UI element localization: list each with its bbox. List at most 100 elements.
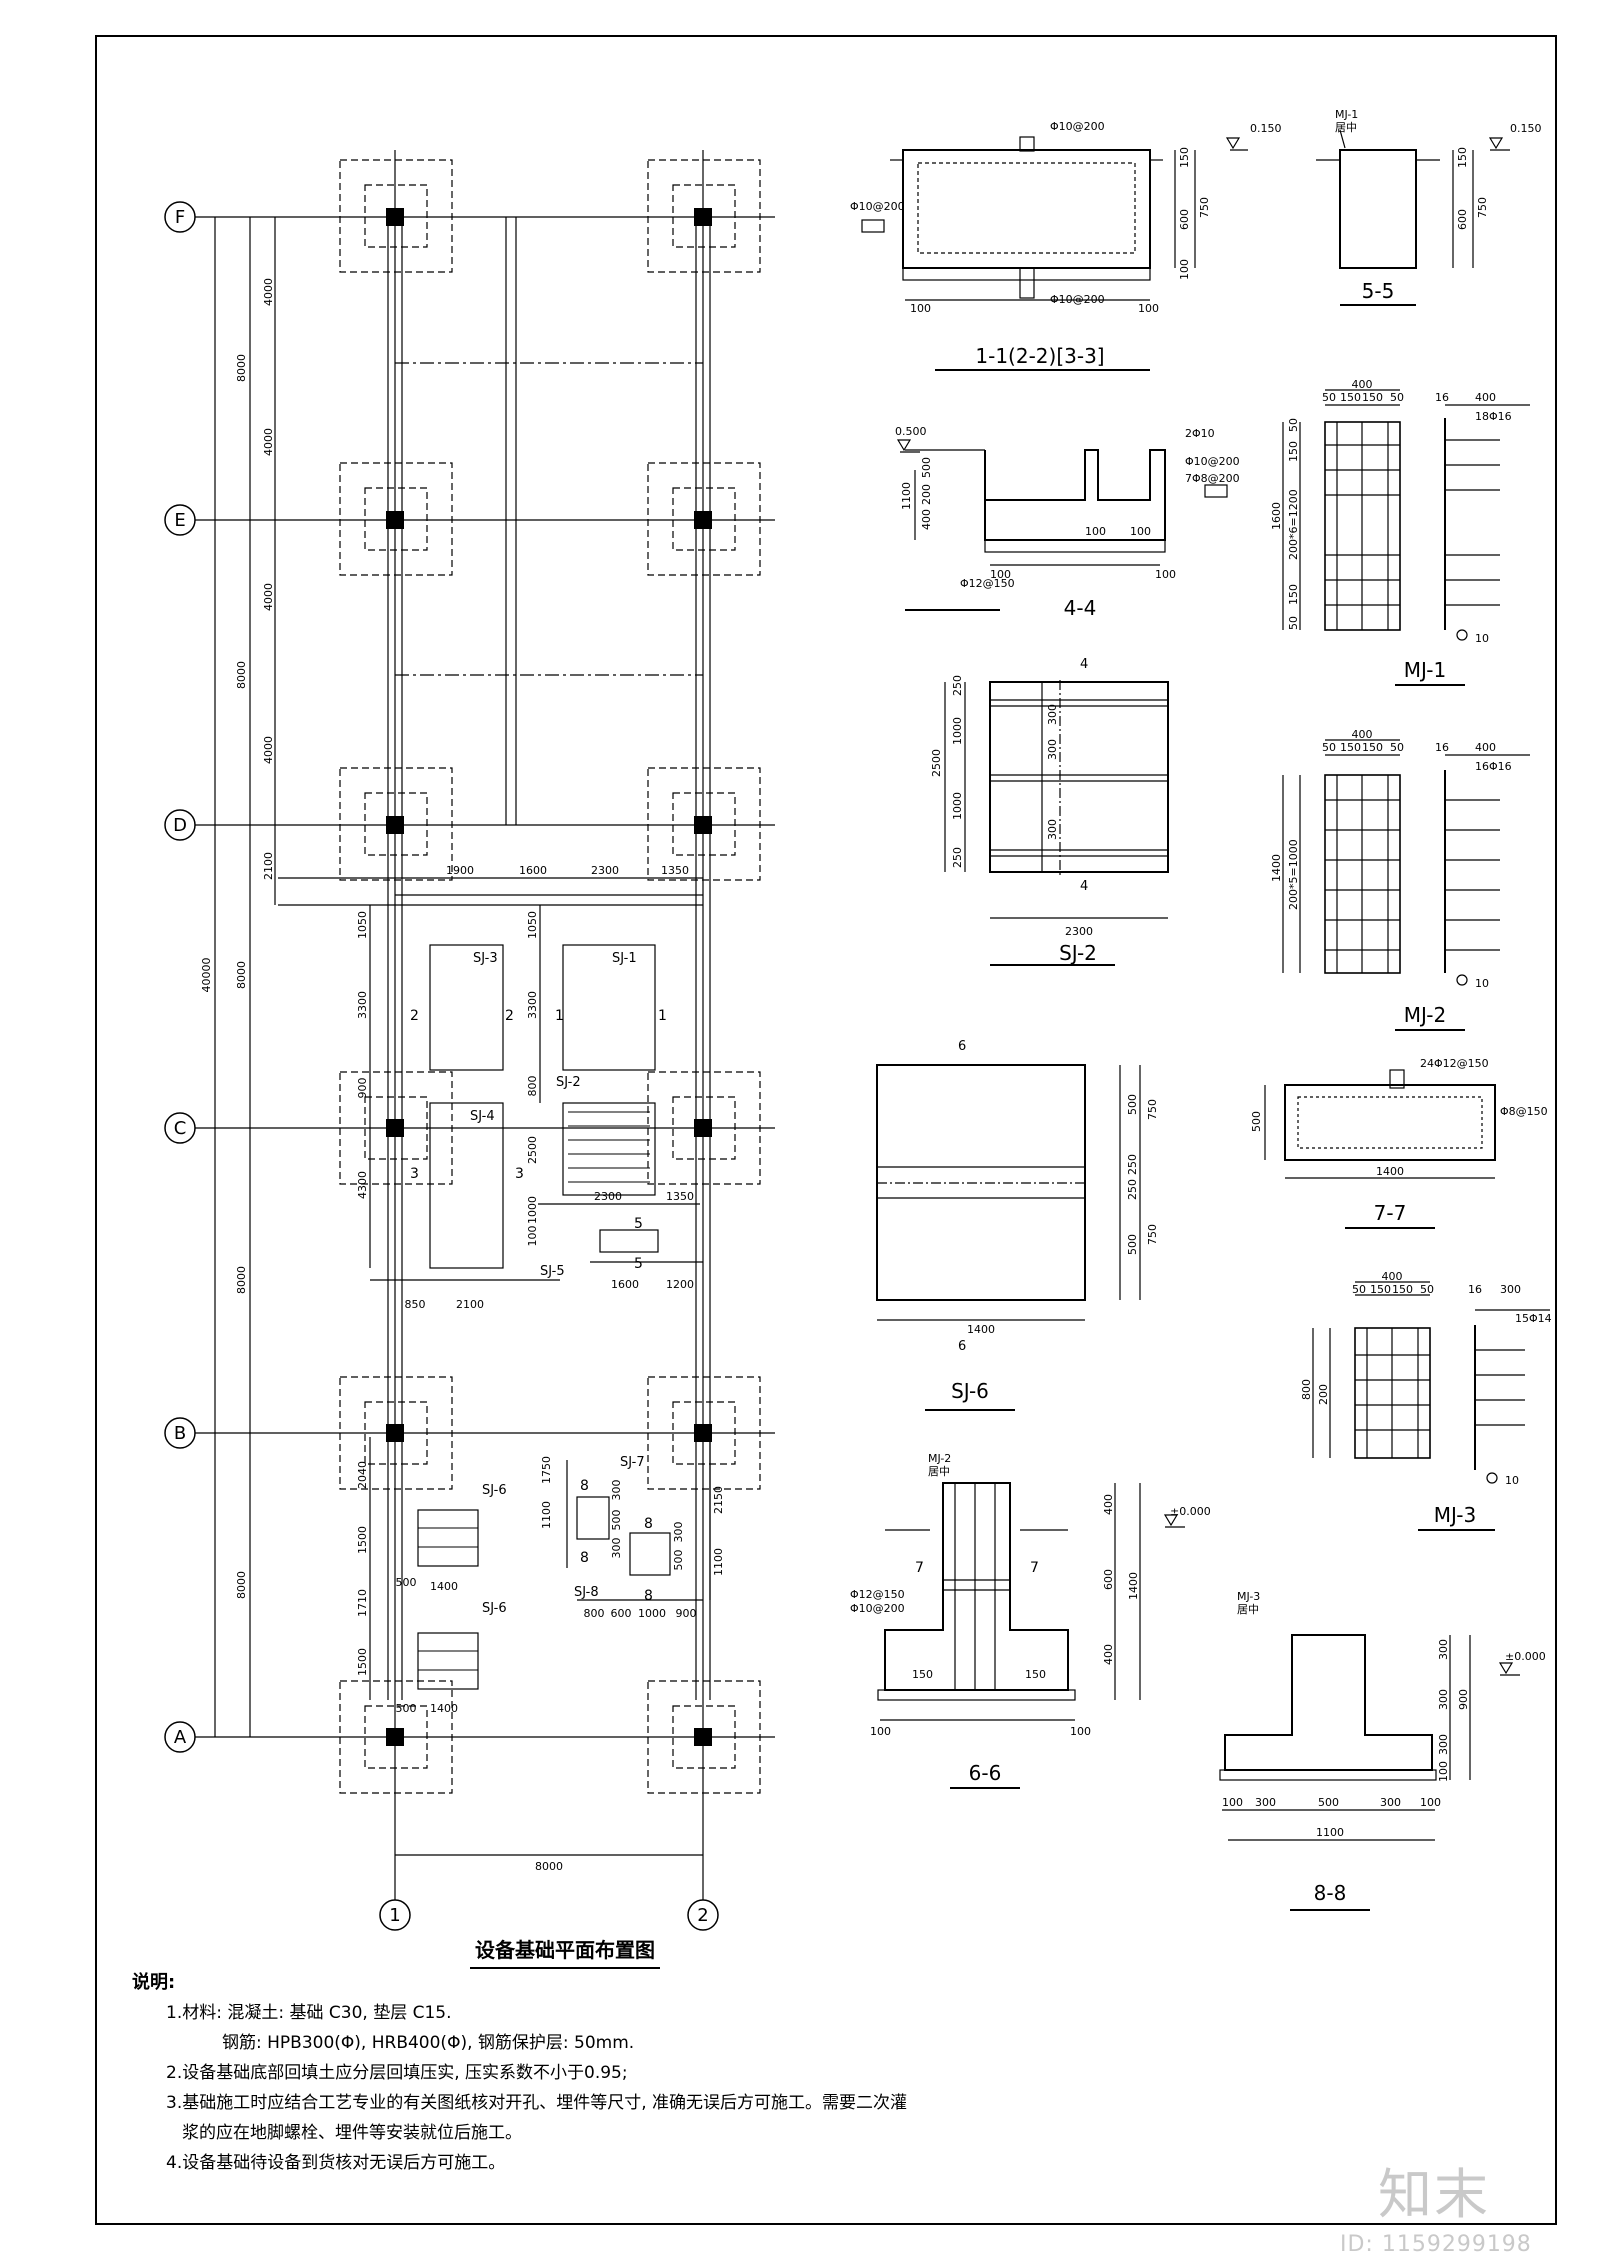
dim: 1600: [1270, 502, 1283, 530]
dim: 300: [1380, 1796, 1401, 1809]
dim: 1100: [1316, 1826, 1344, 1839]
dim: 150: [1340, 391, 1361, 404]
section-mark: 3: [410, 1166, 419, 1182]
dim: 400: [1475, 741, 1496, 754]
grid-label-B: B: [174, 1423, 186, 1444]
mj1-rebar: 18Φ16: [1475, 410, 1512, 423]
grid-label-F: F: [175, 207, 185, 228]
detail-mj1: [1282, 389, 1530, 686]
dim: 1000: [526, 1196, 539, 1224]
dim: 800: [584, 1607, 605, 1620]
foundation-label: SJ-6: [482, 1483, 507, 1498]
dim: 400: [1352, 728, 1373, 741]
dim: 300: [1046, 819, 1059, 840]
dim: 1400: [967, 1323, 995, 1336]
dim: 150: [1362, 741, 1383, 754]
dim: 300: [610, 1480, 623, 1501]
dim: 100: [526, 1226, 539, 1247]
sheet-border: [95, 35, 1557, 2225]
dim: 100: [910, 302, 931, 315]
s88-elev: ±0.000: [1505, 1650, 1546, 1663]
section-mark: 7: [915, 1560, 924, 1576]
dim: 150: [1025, 1668, 1046, 1681]
dim: 50: [1322, 741, 1336, 754]
dim: 250: [951, 847, 964, 868]
notes-heading: 说明:: [132, 1972, 176, 1993]
sj2-mark: 4: [1080, 879, 1088, 894]
section-4-4: [896, 439, 1228, 611]
dim-row-3: 8000: [235, 961, 248, 989]
sj6-mark: 6: [958, 1039, 966, 1054]
dim: 1900: [446, 864, 474, 877]
dim: 1400: [430, 1580, 458, 1593]
section-mark: 1: [555, 1008, 564, 1024]
dim: 100: [1437, 1761, 1450, 1782]
grid-label-A: A: [174, 1727, 187, 1748]
dim-row-1: 8000: [235, 354, 248, 382]
note-line: 2.设备基础底部回填土应分层回填压实, 压实系数不小于0.95;: [166, 2063, 628, 2083]
dim: 100: [1085, 525, 1106, 538]
dim: 150: [1340, 741, 1361, 754]
dim: 500: [610, 1510, 623, 1531]
dim: 400: [1102, 1494, 1115, 1515]
section-mark: 2: [410, 1008, 419, 1024]
mj3-title: MJ-3: [1434, 1503, 1476, 1527]
s77-rebar: 24Φ12@150: [1420, 1057, 1489, 1070]
dim: 150: [1287, 584, 1300, 605]
sj6-title: SJ-6: [951, 1379, 989, 1403]
dim: 500: [396, 1576, 417, 1589]
dim: 600: [1456, 209, 1469, 230]
grid-bubble-B: [164, 1417, 196, 1449]
foundation-label: SJ-8: [574, 1585, 599, 1600]
dim: 150: [1178, 147, 1191, 168]
dim: 250: [1126, 1154, 1139, 1175]
dim: 1000: [951, 792, 964, 820]
dim: 150: [1287, 441, 1300, 462]
dim: 500: [1126, 1094, 1139, 1115]
dim: 3300: [526, 991, 539, 1019]
section-mark: 7: [1030, 1560, 1039, 1576]
section-6-6: [877, 1482, 1185, 1789]
s55-tag: 居中: [1335, 121, 1357, 134]
dim: 1050: [526, 911, 539, 939]
dim: 50: [1287, 418, 1300, 432]
s11-rebar: Φ10@200: [850, 200, 905, 213]
note-line: 1.材料: 混凝土: 基础 C30, 垫层 C15.: [166, 2003, 452, 2023]
s44-rebar: 7Φ8@200: [1185, 472, 1240, 485]
dim: 100: [1222, 1796, 1243, 1809]
dim: 300: [1437, 1639, 1450, 1660]
foundation-label: SJ-5: [540, 1264, 565, 1279]
dim: 4300: [356, 1171, 369, 1199]
section-mark: 8: [644, 1516, 653, 1532]
dim: 800: [1300, 1379, 1313, 1400]
grid-bubble-F: [164, 201, 196, 233]
dim: 150: [1370, 1283, 1391, 1296]
dim: 200*6=1200: [1287, 489, 1300, 560]
dim: 1710: [356, 1589, 369, 1617]
dim-row-5: 8000: [235, 1571, 248, 1599]
dim: 600: [1102, 1569, 1115, 1590]
dim: 50: [1352, 1283, 1366, 1296]
dim: 250: [1126, 1179, 1139, 1200]
dim: 100: [1420, 1796, 1441, 1809]
detail-sj2: [944, 680, 1169, 966]
s66-elev: ±0.000: [1170, 1505, 1211, 1518]
dim: 50: [1390, 741, 1404, 754]
dim: 300: [1255, 1796, 1276, 1809]
dim: 300: [610, 1538, 623, 1559]
s77-rebar: Φ8@150: [1500, 1105, 1548, 1118]
dim-sub-3: 4000: [262, 583, 275, 611]
dim: 500: [672, 1550, 685, 1571]
grid-label-2: 2: [697, 1905, 708, 1926]
s11-rebar: Φ10@200: [1050, 120, 1105, 133]
dim: 150: [1456, 147, 1469, 168]
watermark-id: ID: 1159299198: [1340, 2232, 1532, 2257]
dim: 800: [526, 1076, 539, 1097]
dim: 900: [1457, 1689, 1470, 1710]
dim: 600: [1178, 209, 1191, 230]
dim: 1100: [712, 1548, 725, 1576]
dim: 100: [870, 1725, 891, 1738]
sj2-mark: 4: [1080, 657, 1088, 672]
dim: 100: [1178, 259, 1191, 280]
dim: 1100: [900, 482, 913, 510]
